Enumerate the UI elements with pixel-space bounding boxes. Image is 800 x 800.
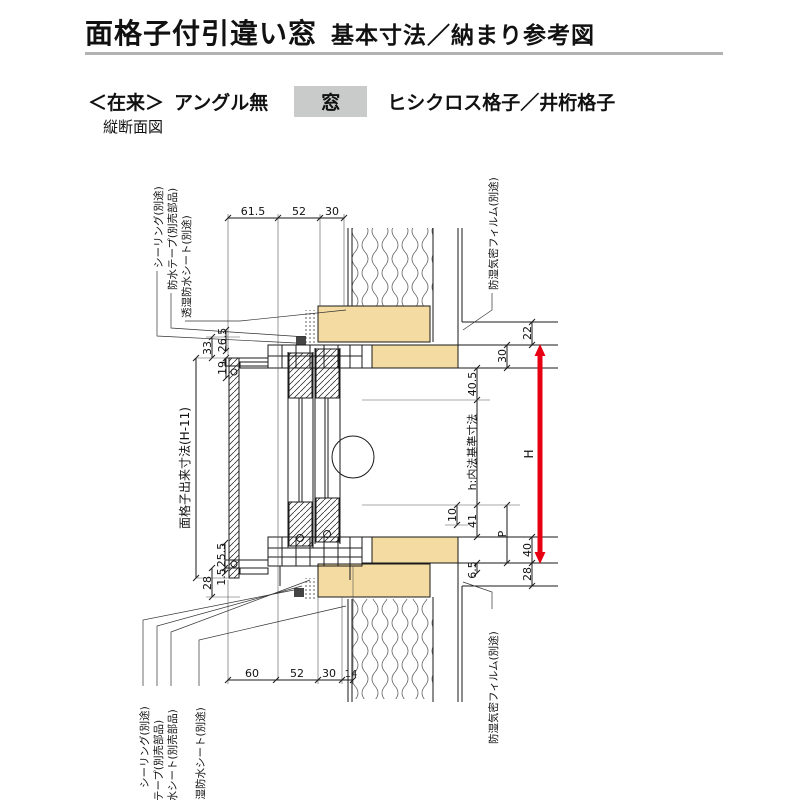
- dimension-lines: [192, 214, 546, 684]
- dim-right-h-label: h:内法基準寸法: [465, 414, 479, 491]
- callout-vapor-barrier-top: 防湿気密フィルム(別途): [487, 177, 500, 290]
- view-label: 縦断面図: [103, 118, 164, 136]
- grille-bracket-bottom: [239, 567, 269, 575]
- dim-top-61-5: 61.5: [241, 205, 266, 218]
- dim-right-41: 41: [466, 514, 479, 528]
- dim-right-22: 22: [521, 326, 534, 340]
- insulation-batt-top: [352, 228, 433, 306]
- callout-breathable-sheet-top: 透湿防水シート(別途): [180, 215, 193, 318]
- dim-grille-height: 面格子出来寸法(H-11): [177, 407, 192, 529]
- glass-pane-exterior: [324, 398, 329, 498]
- waterproof-tape-detail-top: [304, 310, 316, 344]
- dim-left-19: 19: [216, 361, 229, 375]
- spec-grille-types: ヒシクロス格子／井桁格子: [387, 92, 616, 114]
- head-trim-block: [371, 344, 459, 369]
- dim-right-30: 30: [496, 349, 509, 363]
- title-underline: [85, 52, 723, 55]
- dim-right-P: P: [496, 530, 509, 537]
- callout-breathable-sheet-bottom: 透湿防水シート(別途): [194, 707, 207, 800]
- grille-section: [228, 357, 269, 579]
- callout-sealing-bottom: シーリング(別途): [138, 706, 151, 788]
- window-stool-block: [317, 563, 431, 598]
- sill-trim-block: [371, 536, 459, 564]
- callout-pre-applied-sheet-bottom: 先張防水シート(別売部品): [166, 709, 179, 800]
- diagram-labels: 61.5 52 30 60 52 30 14 33 26.5 19 28 1.5…: [138, 177, 536, 800]
- sash-bottom-rail-exterior: [315, 497, 340, 543]
- dim-left-1-5: 1.5: [215, 568, 228, 586]
- height-arrow: [534, 344, 546, 564]
- grille-bracket-top: [239, 361, 269, 369]
- dim-right-H: H: [522, 449, 536, 458]
- waterproof-tape-detail-bottom: [304, 578, 316, 600]
- callout-leaders: [142, 271, 493, 686]
- spec-row: ＜在来＞ アングル無 窓 ヒシクロス格子／井桁格子: [88, 86, 615, 117]
- grille-bolt-top: [230, 368, 238, 376]
- dim-right-40: 40: [521, 543, 534, 557]
- lintel-block: [317, 305, 431, 343]
- dim-right-6-5: 6.5: [466, 561, 479, 579]
- roller-exterior: [323, 530, 331, 538]
- dim-left-26-5: 26.5: [216, 328, 229, 353]
- sash-top-rail-exterior: [315, 348, 340, 399]
- dim-bottom-52: 52: [290, 667, 304, 680]
- roller-interior: [296, 534, 304, 542]
- sash-bottom-rail-interior: [288, 501, 313, 547]
- wall-structure-bottom: [294, 536, 558, 702]
- sash-interior: [287, 352, 314, 548]
- spec-angle: アングル無: [174, 92, 269, 114]
- insulation-batt-bottom: [352, 599, 433, 699]
- dim-top-30: 30: [325, 205, 339, 218]
- sash-exterior: [314, 348, 341, 544]
- callout-waterproof-tape-bottom: 防水テープ(別売部品): [152, 720, 165, 800]
- page-header: 面格子付引違い窓 基本寸法／納まり参考図: [85, 12, 595, 52]
- grille-bar: [228, 357, 240, 579]
- section-diagram: 61.5 52 30 60 52 30 14 33 26.5 19 28 1.5…: [138, 177, 558, 800]
- dim-bottom-60: 60: [245, 667, 259, 680]
- dim-bottom-14: 14: [345, 669, 358, 680]
- callout-vapor-barrier-bottom: 防湿気密フィルム(別途): [487, 631, 500, 744]
- dim-left-25-5: 25.5: [215, 543, 228, 568]
- window-frame-section: [224, 344, 375, 586]
- dim-left-28: 28: [201, 576, 214, 590]
- dim-left-33: 33: [201, 341, 214, 355]
- lock-detail-circle: [331, 435, 375, 479]
- dim-right-10: 10: [446, 508, 459, 522]
- sealant-detail-top: [296, 336, 306, 345]
- spec-construction: ＜在来＞: [88, 92, 165, 114]
- sash-top-rail-interior: [288, 352, 313, 399]
- callout-waterproof-tape-top: 防水テープ(別売部品): [166, 188, 179, 290]
- glass-pane-interior: [298, 398, 303, 502]
- wall-structure-top: [268, 228, 558, 369]
- page-title: 面格子付引違い窓: [85, 17, 318, 50]
- callout-sealing-top: シーリング(別途): [152, 186, 165, 268]
- dim-bottom-30: 30: [322, 667, 336, 680]
- grille-bolt-bottom: [230, 560, 238, 568]
- dim-top-52: 52: [292, 205, 306, 218]
- dim-right-40-5: 40.5: [466, 372, 479, 397]
- spec-window-type-highlight: 窓: [294, 86, 368, 117]
- dim-right-28: 28: [521, 567, 534, 581]
- page-subtitle: 基本寸法／納まり参考図: [331, 23, 596, 49]
- sealant-detail-bottom: [294, 588, 304, 597]
